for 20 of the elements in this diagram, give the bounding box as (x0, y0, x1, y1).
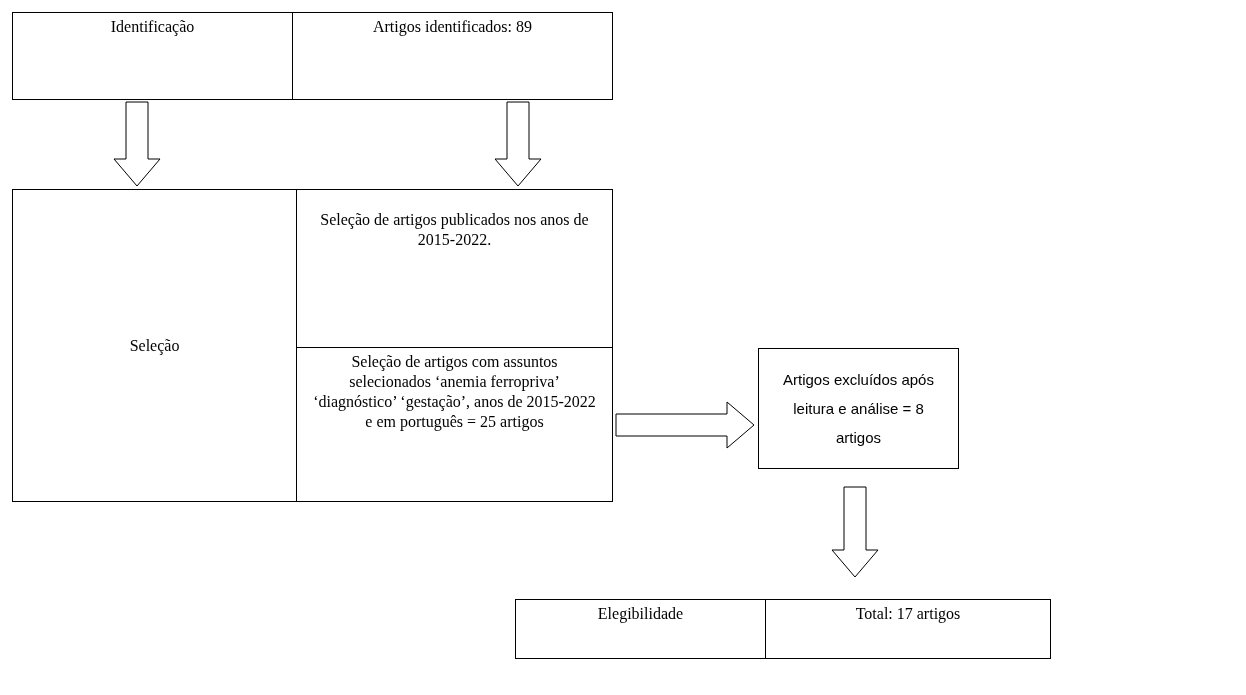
box-text: Seleção de artigos publicados nos anos de 2015-2022. (319, 210, 590, 250)
block-arrow (113, 101, 161, 187)
process-box (12, 12, 293, 100)
process-box (758, 348, 959, 469)
block-arrow (831, 486, 879, 578)
process-box (515, 599, 766, 659)
process-box (292, 12, 613, 100)
block-arrow (494, 101, 542, 187)
box-text: Artigos identificados: 89 (371, 17, 534, 37)
box-text: Identificação (109, 17, 196, 37)
block-arrow (615, 401, 755, 449)
process-box (12, 189, 297, 502)
process-box (296, 347, 613, 502)
process-box (296, 189, 613, 348)
process-box (765, 599, 1051, 659)
box-text: Seleção de artigos com assuntos selecionados ‘anemia ferropriva’ ‘diagnóstico’ ‘gestação’, anos de 2015-2022 e em português = 25 artigos (312, 352, 597, 432)
box-text: Elegibilidade (596, 604, 685, 624)
box-text: Artigos excluídos após leitura e análise = 8 artigos (782, 370, 935, 448)
box-text: Seleção (128, 335, 181, 356)
box-text: Total: 17 artigos (854, 604, 962, 624)
